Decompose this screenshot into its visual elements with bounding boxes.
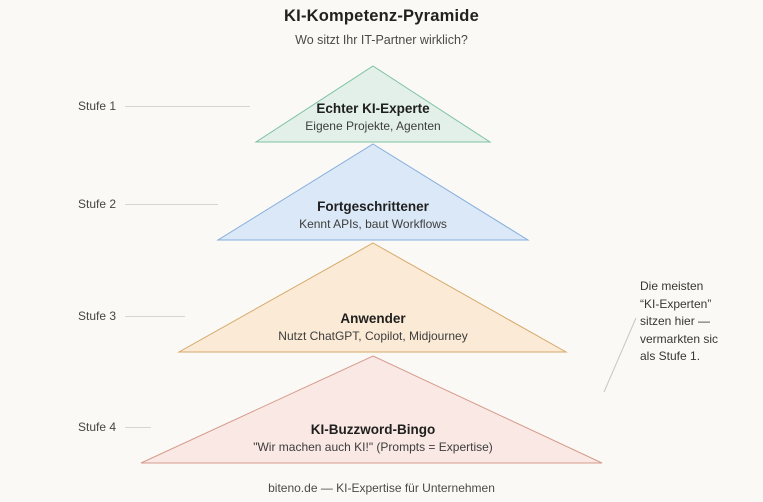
tier-1-sublabel: Eigene Projekte, Agenten [305,119,441,133]
annotation-line-5: als Stufe 1. [640,349,701,364]
tier-4-label: KI-Buzzword-Bingo [310,422,436,437]
tier-1-label: Echter KI-Experte [316,101,430,116]
tier-2-sublabel: Kennt APIs, baut Workflows [299,217,447,231]
annotation-line-4: vermarkten sic [640,331,719,346]
stage-marker-1-rule [125,105,251,107]
annotation-line-1: Die meisten [640,279,704,293]
stage-marker-4: Stufe 4 [78,420,152,434]
stage-marker-2-label: Stufe 2 [78,197,117,211]
stage-marker-3-rule [125,315,186,317]
stage-marker-1-label: Stufe 1 [78,99,117,113]
stage-marker-3-label: Stufe 3 [78,309,117,323]
page-subtitle: Wo sitzt Ihr IT-Partner wirklich? [295,33,468,47]
stage-marker-4-label: Stufe 4 [78,420,117,434]
stage-marker-2-rule [125,203,219,205]
tier-3-label: Anwender [340,311,406,326]
stage-marker-4-rule [125,426,152,428]
stage-marker-3: Stufe 3 [78,309,186,323]
pyramid-tier-4[interactable] [140,355,603,464]
footer-branding: biteno.de — KI-Expertise für Unternehmen [268,481,495,495]
tier-2-label: Fortgeschrittener [317,199,429,214]
pyramid-tier-1[interactable] [254,65,492,143]
pyramid-tier-2[interactable] [216,143,530,241]
tier-3-sublabel: Nutzt ChatGPT, Copilot, Midjourney [278,329,468,343]
tier-4-sublabel: "Wir machen auch KI!" (Prompts = Experti… [253,440,493,454]
annotation-leader-line [603,317,637,393]
pyramid-tier-3[interactable] [177,242,568,353]
stage-marker-2: Stufe 2 [78,197,219,211]
annotation-line-3: sitzen hier — [640,314,711,329]
page-title: KI-Kompetenz-Pyramide [284,7,479,25]
annotation-callout: Die meisten “KI-Experten” sitzen hier — ver… [640,278,758,366]
annotation-line-2: “KI-Experten” [640,296,712,311]
stage-marker-1: Stufe 1 [78,99,251,113]
